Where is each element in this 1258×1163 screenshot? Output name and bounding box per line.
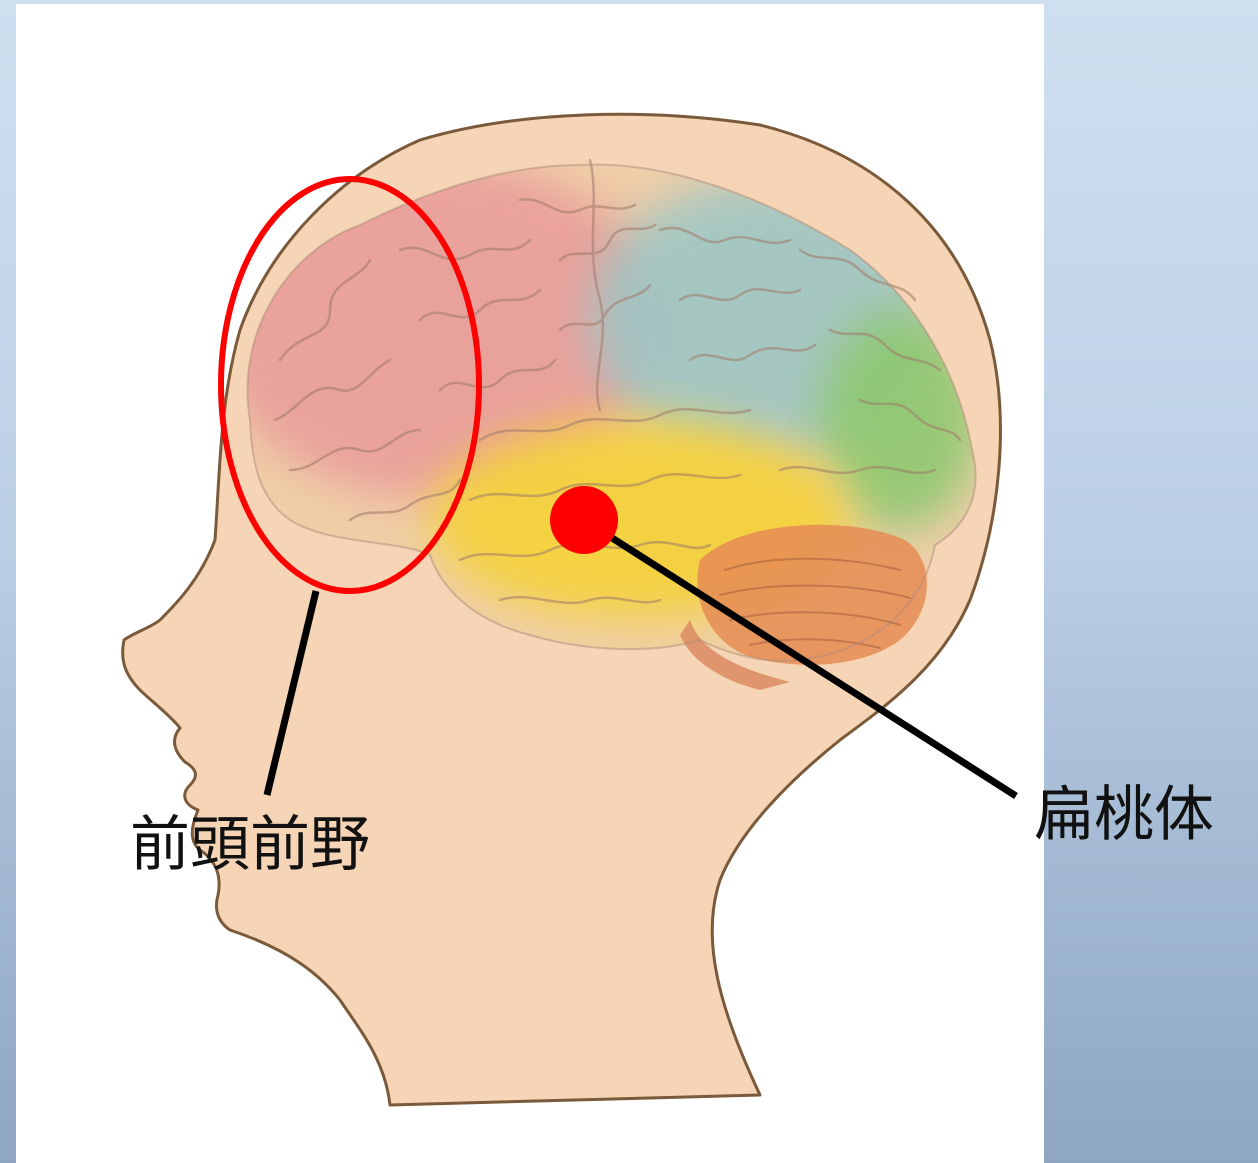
amygdala-marker xyxy=(550,486,618,554)
prefrontal-cortex-label: 前頭前野 xyxy=(130,815,370,875)
amygdala-label: 扁桃体 xyxy=(1034,785,1214,845)
